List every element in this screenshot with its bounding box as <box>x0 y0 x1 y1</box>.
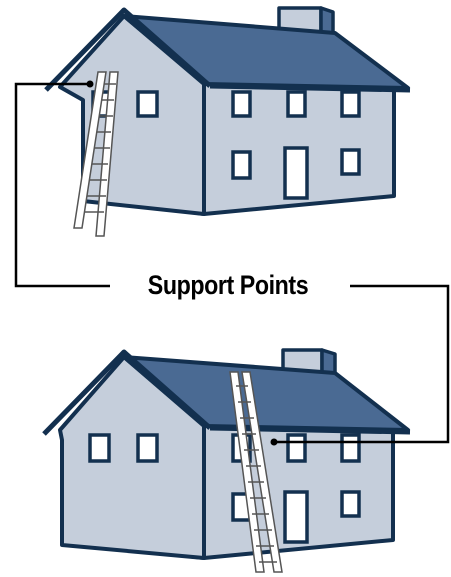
door <box>285 148 307 198</box>
house-bottom <box>44 350 410 572</box>
support-points-label: Support Points <box>125 265 331 305</box>
house-top <box>46 8 410 236</box>
door <box>285 492 307 542</box>
